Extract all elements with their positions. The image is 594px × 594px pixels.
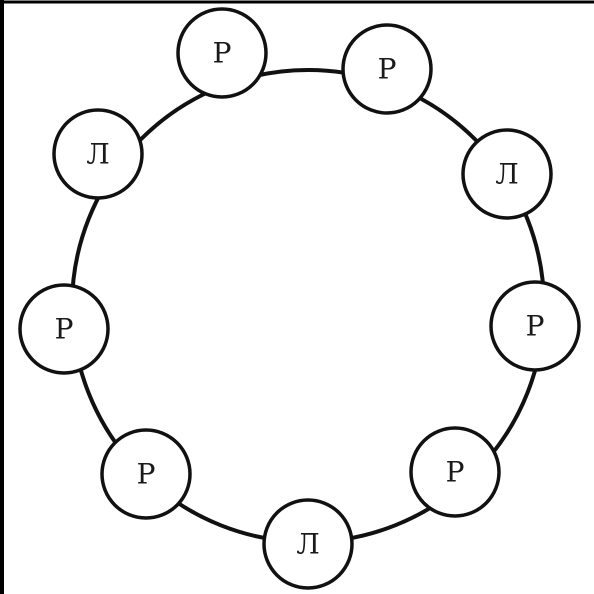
node-circle xyxy=(262,498,354,590)
node-circle xyxy=(18,283,110,375)
node-circle xyxy=(409,426,501,518)
node-label: Л xyxy=(495,158,518,191)
node-label: Р xyxy=(55,313,74,346)
node-label: Р xyxy=(378,53,397,86)
node-label: Р xyxy=(446,456,465,489)
node-n3: Л xyxy=(461,128,553,220)
node-circle xyxy=(341,23,433,115)
node-n4: Р xyxy=(489,280,581,372)
node-circle xyxy=(176,7,268,99)
node-n5: Р xyxy=(409,426,501,518)
node-label: Р xyxy=(137,458,156,491)
node-circle xyxy=(461,128,553,220)
node-circle xyxy=(489,280,581,372)
node-n1: Р xyxy=(176,7,268,99)
node-label: Р xyxy=(213,37,232,70)
node-label: Л xyxy=(296,528,319,561)
node-n6: Л xyxy=(262,498,354,590)
node-n7: Р xyxy=(100,428,192,520)
node-circle xyxy=(52,108,144,200)
node-n8: Р xyxy=(18,283,110,375)
node-label: Р xyxy=(526,310,545,343)
node-label: Л xyxy=(86,138,109,171)
node-n2: Р xyxy=(341,23,433,115)
node-circle xyxy=(100,428,192,520)
node-n9: Л xyxy=(52,108,144,200)
